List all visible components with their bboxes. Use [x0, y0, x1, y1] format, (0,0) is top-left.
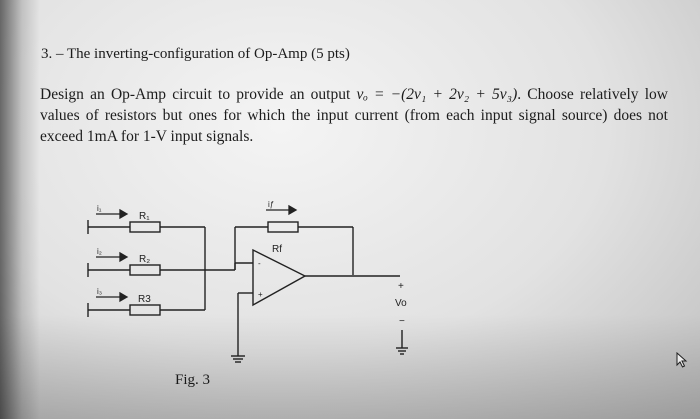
- output-minus-label: −: [399, 316, 405, 327]
- output-plus-label: +: [398, 281, 404, 292]
- figure-caption: Fig. 3: [175, 372, 211, 388]
- label-i1: i₁: [97, 204, 102, 213]
- label-r3: R3: [138, 294, 151, 305]
- label-if: iƒ: [268, 200, 274, 209]
- resistor-rf: [267, 221, 299, 233]
- label-rf: Rf: [272, 244, 282, 255]
- label-r2: R₂: [139, 254, 150, 265]
- arrow-head-i2: [119, 251, 129, 263]
- resistor-r1: [129, 221, 161, 233]
- arrow-head-if: [288, 204, 298, 216]
- label-i3: i₃: [97, 287, 102, 296]
- opamp-plus-label: +: [258, 290, 263, 299]
- mouse-pointer-icon: [676, 351, 688, 373]
- resistor-r2: [129, 264, 161, 276]
- opamp-minus-label: -: [258, 259, 261, 268]
- output-vo-label: Vo: [395, 298, 407, 309]
- resistor-r3: [129, 304, 161, 316]
- arrow-head-i1: [119, 208, 129, 220]
- arrow-head-i3: [119, 291, 129, 303]
- label-i2: i₂: [97, 247, 102, 256]
- label-r1: R₁: [139, 211, 150, 222]
